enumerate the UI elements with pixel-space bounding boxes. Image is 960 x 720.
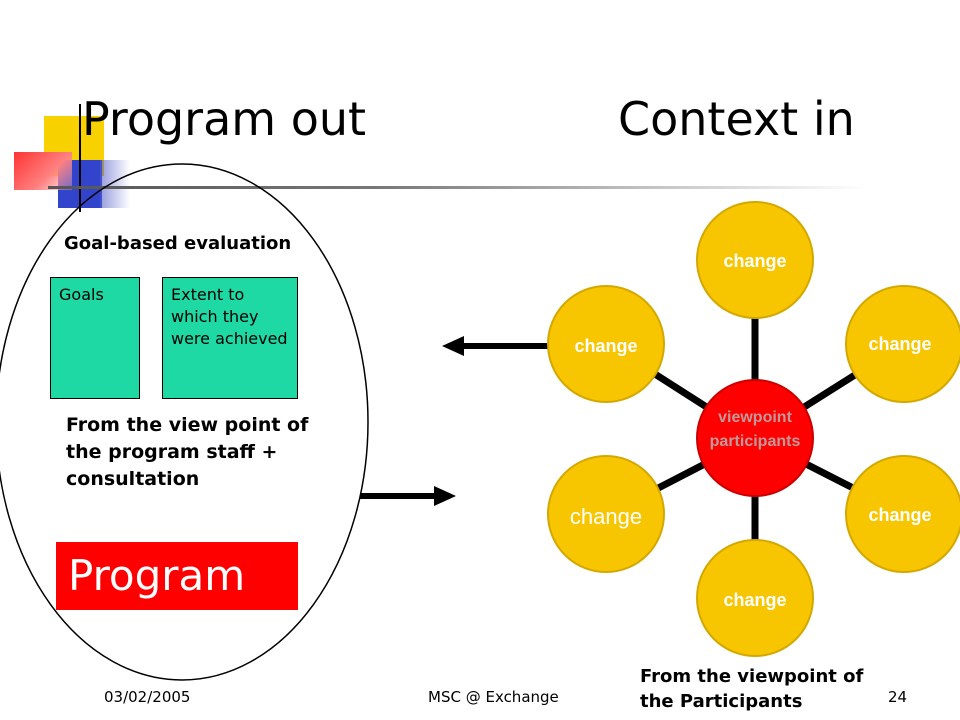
node-lower-left: [547, 455, 665, 573]
node-upper-left-label: change: [574, 336, 637, 356]
title-underline: [48, 186, 868, 189]
arrow-right-head: [434, 486, 456, 506]
decor-vertical-line: [79, 104, 81, 212]
node-bottom: [696, 539, 814, 657]
extent-box-label: Extent to which they were achieved: [171, 285, 288, 348]
extent-box: Extent to which they were achieved: [162, 277, 298, 399]
center-label-line2: participants: [710, 433, 801, 450]
footer-date: 03/02/2005: [104, 688, 191, 706]
decor-red-square: [14, 152, 72, 190]
footer-page-number: 24: [888, 688, 908, 706]
title-program-out: Program out: [82, 92, 367, 146]
goals-box-label: Goals: [59, 285, 104, 304]
goals-box: Goals: [50, 277, 140, 399]
node-bottom-label: change: [723, 590, 786, 610]
staff-viewpoint-text: From the view point of the program staff…: [66, 414, 309, 490]
node-upper-right: [845, 285, 960, 403]
node-upper-left: [547, 285, 665, 403]
participants-caption: From the viewpoint of the Participants: [640, 666, 864, 712]
center-label-line1: viewpoint: [718, 409, 792, 426]
program-box: Program: [56, 542, 298, 610]
node-lower-right-label: change: [868, 505, 931, 525]
program-oval: [0, 163, 369, 681]
node-top: [696, 201, 814, 319]
footer-title: MSC @ Exchange: [428, 688, 559, 706]
node-lower-right: [845, 455, 960, 573]
node-upper-right-label: change: [868, 334, 931, 354]
node-lower-left-label: change: [570, 504, 642, 529]
decor-blue-glow: [100, 160, 130, 208]
arrow-left-head: [442, 336, 464, 356]
goal-based-heading: Goal-based evaluation: [64, 233, 292, 254]
title-context-in: Context in: [618, 92, 855, 146]
center-node: [696, 379, 814, 497]
node-top-label: change: [723, 251, 786, 271]
